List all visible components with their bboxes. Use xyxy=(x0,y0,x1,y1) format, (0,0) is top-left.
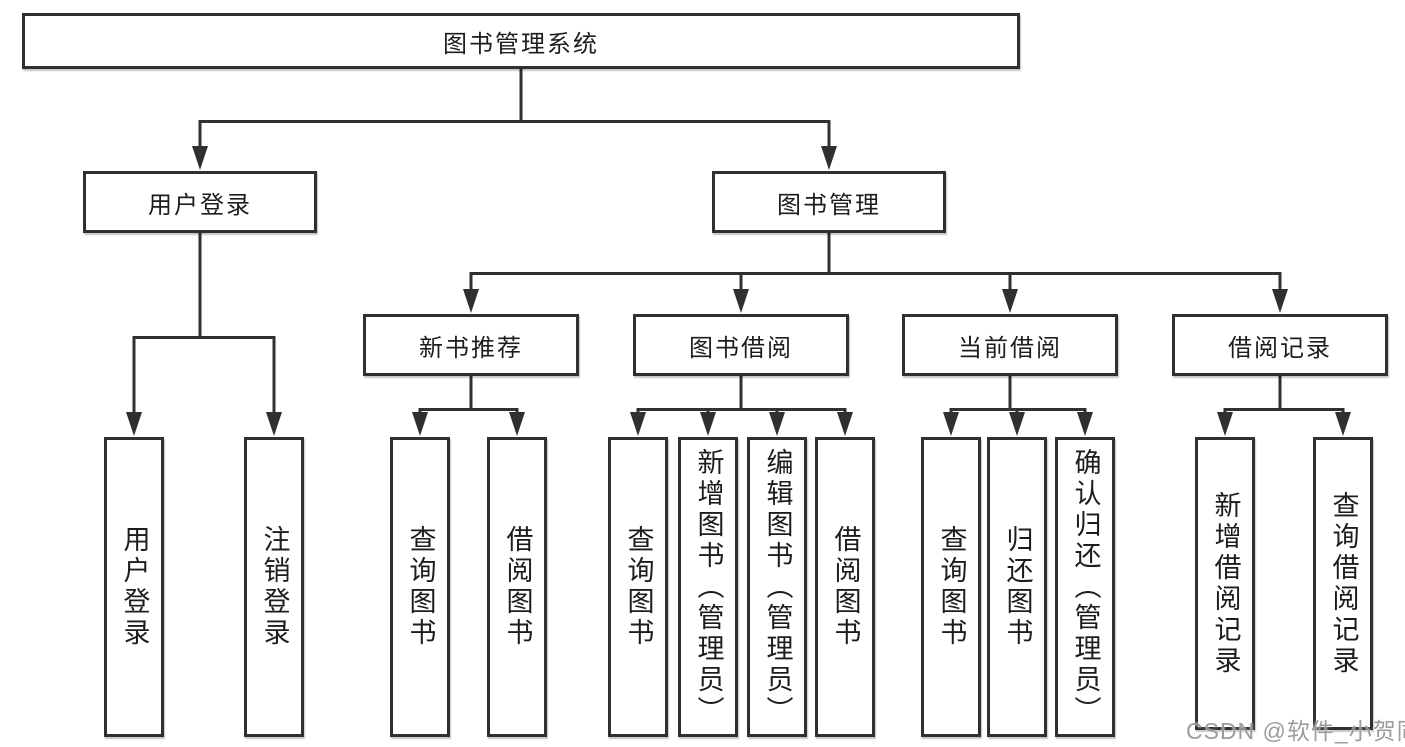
leaf-borrow-books-label: 借阅图书 xyxy=(830,525,861,649)
leaf-query-borrow-record-label: 查询借阅记录 xyxy=(1328,490,1359,677)
leaf-logout-label: 注销登录 xyxy=(259,525,290,649)
leaf-borrow-books-recommend: 借阅图书 xyxy=(487,437,547,737)
leaf-confirm-return-admin: 确认归还（管理员） xyxy=(1055,437,1115,737)
leaf-return-books: 归还图书 xyxy=(987,437,1047,737)
node-new-book-recommend-label: 新书推荐 xyxy=(419,334,523,362)
leaf-add-borrow-record: 新增借阅记录 xyxy=(1195,437,1255,730)
node-current-borrow-label: 当前借阅 xyxy=(958,334,1062,362)
node-book-borrow: 图书借阅 xyxy=(633,314,849,376)
leaf-add-book-admin-label: 新增图书（管理员） xyxy=(693,447,724,727)
node-book-management-label: 图书管理 xyxy=(777,191,881,219)
leaf-query-books-current-label: 查询图书 xyxy=(936,525,967,649)
node-user-login: 用户登录 xyxy=(83,171,317,233)
leaf-query-books-recommend-label: 查询图书 xyxy=(405,525,436,649)
csdn-watermark: CSDN @软件_小贺同学 xyxy=(1186,718,1405,744)
leaf-edit-book-admin: 编辑图书（管理员） xyxy=(747,437,807,737)
arrowheads xyxy=(126,146,1351,436)
leaf-query-books-borrow-label: 查询图书 xyxy=(623,525,654,649)
node-system-root: 图书管理系统 xyxy=(22,13,1020,69)
node-system-root-label: 图书管理系统 xyxy=(443,30,599,58)
node-user-login-label: 用户登录 xyxy=(148,191,252,219)
leaf-user-login-label: 用户登录 xyxy=(119,525,150,649)
leaf-query-books-borrow: 查询图书 xyxy=(608,437,668,737)
leaf-query-borrow-record: 查询借阅记录 xyxy=(1313,437,1373,730)
node-borrow-records-label: 借阅记录 xyxy=(1228,334,1332,362)
leaf-return-books-label: 归还图书 xyxy=(1002,525,1033,649)
node-book-borrow-label: 图书借阅 xyxy=(689,334,793,362)
leaf-add-book-admin: 新增图书（管理员） xyxy=(678,437,738,737)
node-borrow-records: 借阅记录 xyxy=(1172,314,1388,376)
node-book-management: 图书管理 xyxy=(712,171,946,233)
leaf-confirm-return-admin-label: 确认归还（管理员） xyxy=(1070,447,1101,727)
leaf-logout: 注销登录 xyxy=(244,437,304,737)
leaf-borrow-books-recommend-label: 借阅图书 xyxy=(502,525,533,649)
leaf-borrow-books: 借阅图书 xyxy=(815,437,875,737)
leaf-query-books-recommend: 查询图书 xyxy=(390,437,450,737)
leaf-query-books-current: 查询图书 xyxy=(921,437,981,737)
leaf-edit-book-admin-label: 编辑图书（管理员） xyxy=(762,447,793,727)
leaf-add-borrow-record-label: 新增借阅记录 xyxy=(1210,490,1241,677)
node-new-book-recommend: 新书推荐 xyxy=(363,314,579,376)
leaf-user-login: 用户登录 xyxy=(104,437,164,737)
node-current-borrow: 当前借阅 xyxy=(902,314,1118,376)
